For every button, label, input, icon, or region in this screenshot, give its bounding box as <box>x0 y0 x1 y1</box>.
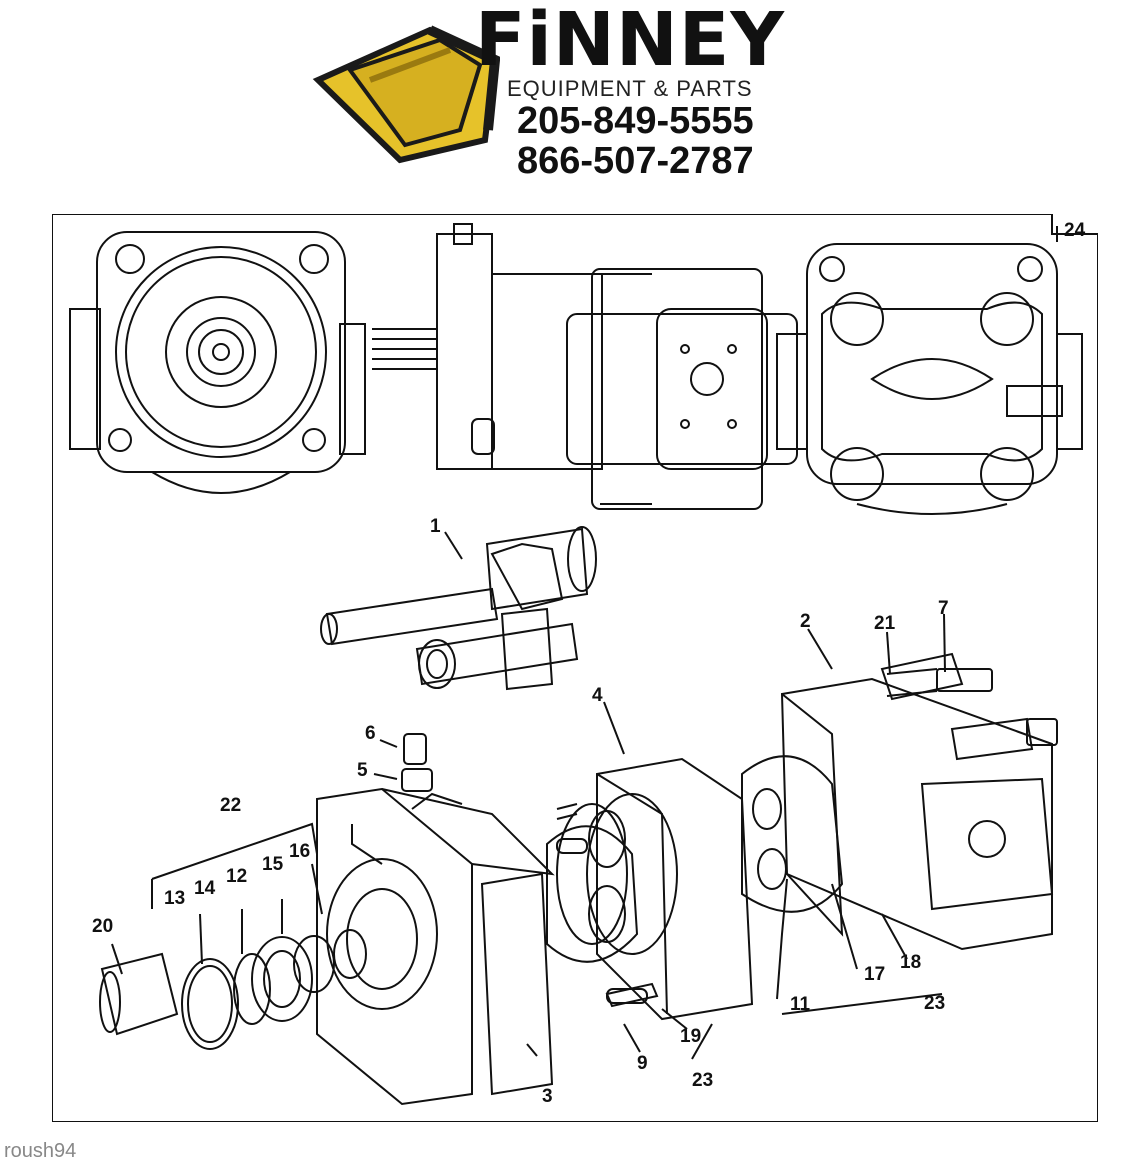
gear-shaft-assembly <box>320 526 597 691</box>
watermark-text: roush94 <box>4 1140 77 1162</box>
pump-front-view <box>69 231 366 494</box>
brand-tagline: EQUIPMENT & PARTS <box>507 76 753 101</box>
bucket-icon <box>312 25 500 164</box>
callout-2: 2 <box>800 611 811 632</box>
callout-23-lower: 23 <box>692 1070 713 1091</box>
callout-17: 17 <box>864 964 885 985</box>
callout-22: 22 <box>220 795 241 816</box>
parts-diagram: 24 1 2 21 7 4 6 5 22 13 14 12 15 16 20 3… <box>52 214 1098 1122</box>
callout-15: 15 <box>262 854 284 875</box>
callout-16: 16 <box>289 841 310 862</box>
callout-18: 18 <box>900 952 921 973</box>
seal-kit <box>99 822 367 1050</box>
callout-5: 5 <box>357 760 368 781</box>
pump-rear-view <box>776 243 1083 515</box>
callout-12: 12 <box>226 866 247 887</box>
rear-cover <box>741 652 1054 951</box>
callout-13: 13 <box>164 888 185 909</box>
callout-21: 21 <box>874 613 896 634</box>
gear-housing <box>546 757 754 1021</box>
brand-name: FiNNEY <box>475 0 785 83</box>
leader-lines <box>111 226 1058 1060</box>
callout-24: 24 <box>1064 220 1086 241</box>
callout-3: 3 <box>542 1086 553 1107</box>
callout-labels: 24 1 2 21 7 4 6 5 22 13 14 12 15 16 20 3… <box>92 220 1086 1107</box>
callout-20: 20 <box>92 916 113 937</box>
phone-number-2: 866-507-2787 <box>517 140 754 182</box>
callout-11: 11 <box>790 994 811 1015</box>
callout-14: 14 <box>194 878 216 899</box>
callout-6: 6 <box>365 723 376 744</box>
callout-7: 7 <box>938 598 949 619</box>
callout-19: 19 <box>680 1026 701 1047</box>
front-mount-flange <box>316 787 555 1106</box>
callout-4: 4 <box>592 685 603 706</box>
callout-9: 9 <box>637 1053 648 1074</box>
callout-23-right: 23 <box>924 993 945 1014</box>
finney-logo: FiNNEY EQUIPMENT & PARTS 205-849-5555 86… <box>310 0 790 190</box>
pump-side-view <box>372 223 798 510</box>
callout-1: 1 <box>430 516 441 537</box>
hardware-bolts <box>401 668 1058 1004</box>
phone-number-1: 205-849-5555 <box>517 100 754 142</box>
